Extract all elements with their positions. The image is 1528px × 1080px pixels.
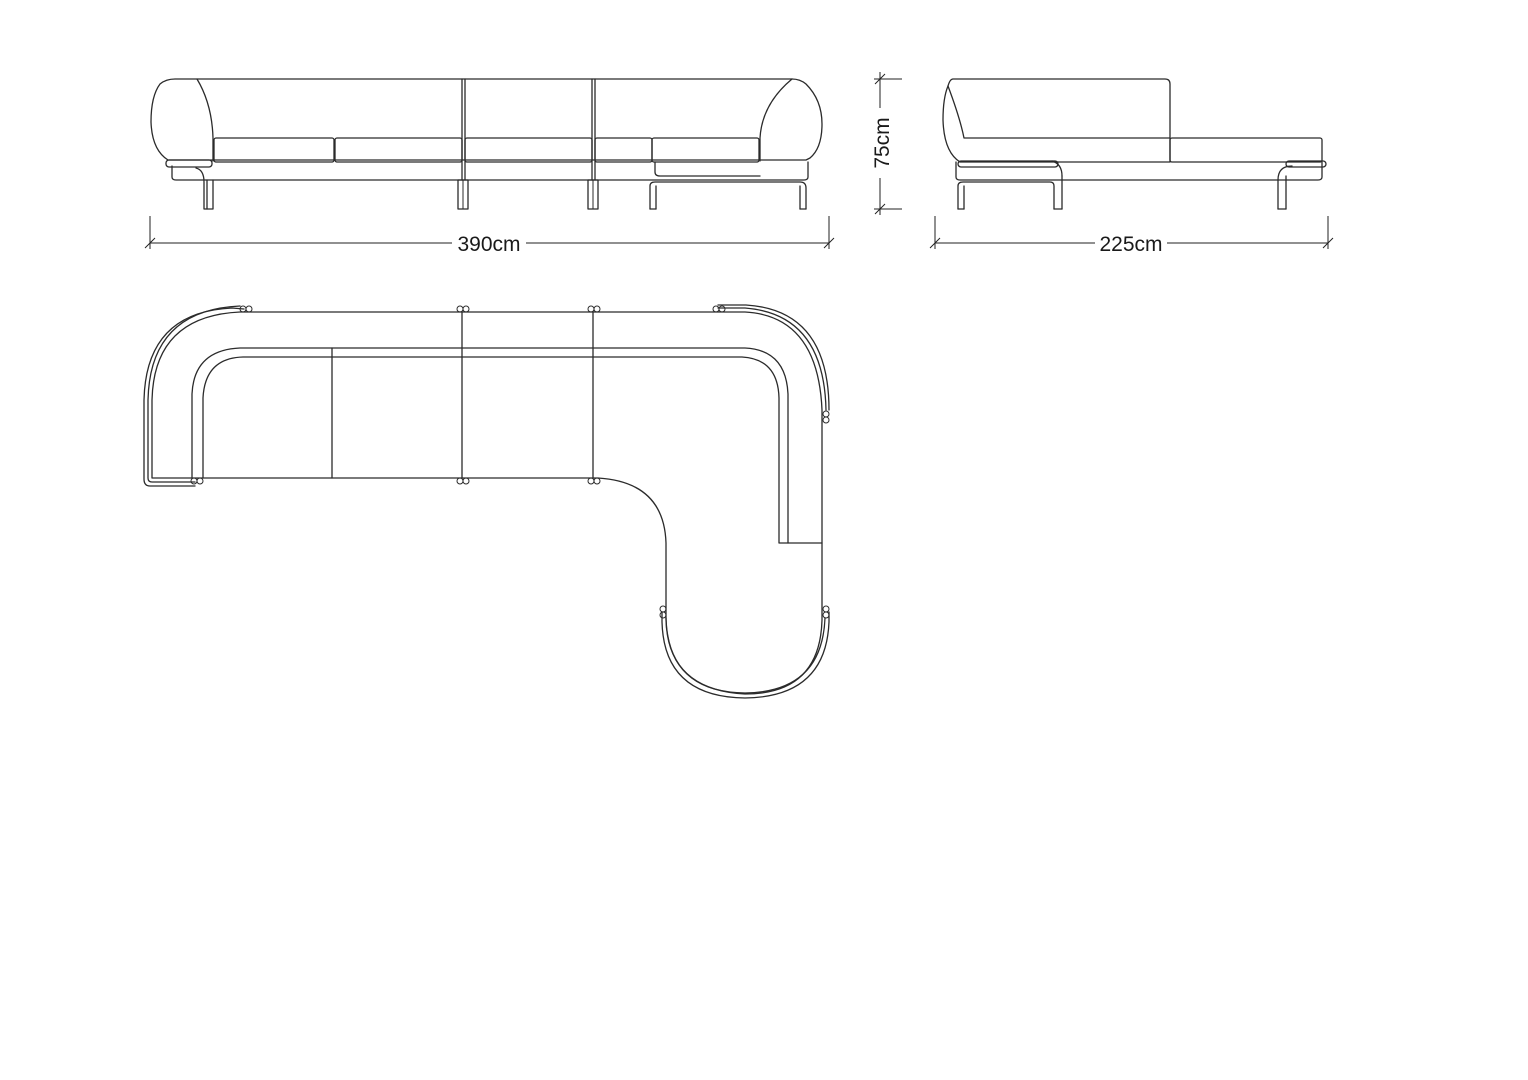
side-backrest (942, 78, 1171, 163)
plan-outer-frame-inner (147, 305, 241, 483)
depth-dimension: 225cm (929, 216, 1334, 256)
side-base-rail-2 (1285, 160, 1327, 168)
width-dimension-label: 390cm (457, 233, 520, 256)
plan-outer-frame (143, 307, 245, 487)
plan-bottom-frame (661, 611, 830, 699)
width-dimension: 390cm (144, 216, 835, 256)
front-base-rail (165, 159, 213, 168)
side-chaise-seat (1169, 137, 1323, 163)
plan-backrest-inner (191, 347, 823, 544)
front-seat-cushion-3 (464, 137, 593, 163)
front-left-arm (196, 78, 214, 162)
front-leg-4 (649, 181, 807, 210)
side-leg-front (957, 181, 1055, 210)
front-seat-cushion-5 (651, 137, 760, 163)
side-leg-back (1277, 165, 1293, 210)
height-dimension-label: 75cm (871, 117, 894, 168)
depth-dimension-label: 225cm (1099, 233, 1162, 256)
side-base-frame (955, 161, 1323, 181)
front-seat-cushion-1 (213, 137, 335, 163)
side-view (942, 78, 1327, 210)
front-backrest (150, 78, 823, 161)
front-base-frame (171, 161, 809, 181)
front-chaise-edge (654, 161, 761, 177)
front-view (150, 78, 823, 210)
plan-backrest-inner-2 (202, 356, 789, 544)
plan-right-frame-inner (717, 304, 830, 411)
front-seat-cushion-4 (594, 137, 653, 163)
plan-connectors (190, 305, 830, 619)
plan-right-frame (717, 307, 827, 411)
front-right-arm (759, 78, 793, 162)
plan-seat-outline (151, 311, 823, 695)
side-back-curve (947, 85, 1171, 139)
height-dimension: 75cm (871, 72, 902, 215)
front-seat-cushion-2 (334, 137, 463, 163)
plan-view (143, 304, 830, 699)
front-leg-1 (195, 167, 214, 210)
plan-bottom-frame-inner (665, 617, 826, 694)
side-leg-mid (1051, 160, 1063, 177)
